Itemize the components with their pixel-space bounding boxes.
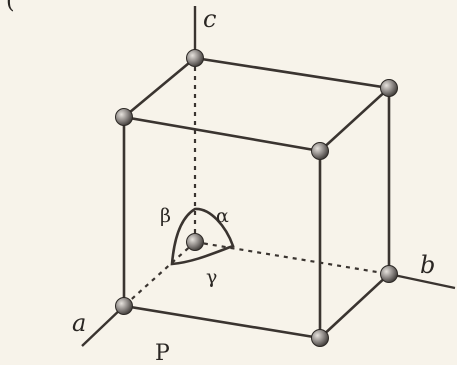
lattice-node-top-back-right xyxy=(380,79,398,97)
lattice-node-bottom-front-left xyxy=(115,297,133,315)
hidden-edge-to-b xyxy=(194,240,390,276)
panel-marker: ( xyxy=(6,0,15,14)
axis-a-line xyxy=(81,305,125,347)
angle-label-beta: β xyxy=(160,205,171,227)
cell-front-face xyxy=(122,115,322,340)
lattice-node-top-front-right xyxy=(311,142,329,160)
angle-label-alpha: α xyxy=(216,205,229,227)
lattice-type-label: P xyxy=(155,341,170,365)
hidden-edge-to-a xyxy=(123,241,196,307)
lattice-node-bottom-back-right xyxy=(380,265,398,283)
axis-b-line xyxy=(388,272,456,290)
lattice-node-origin xyxy=(186,233,204,251)
lattice-nodes xyxy=(115,49,398,347)
lattice-node-top-front-left xyxy=(115,108,133,126)
cell-top-face xyxy=(121,56,392,153)
lattice-node-top-back-left xyxy=(186,49,204,67)
cell-right-face xyxy=(318,86,391,340)
angle-marker-arc xyxy=(170,207,235,266)
angle-label-gamma: γ xyxy=(206,266,217,288)
lattice-node-bottom-front-right xyxy=(311,329,329,347)
axis-label-a: a xyxy=(72,309,86,337)
axis-label-c: c xyxy=(203,5,216,33)
axis-label-b: b xyxy=(420,251,435,279)
